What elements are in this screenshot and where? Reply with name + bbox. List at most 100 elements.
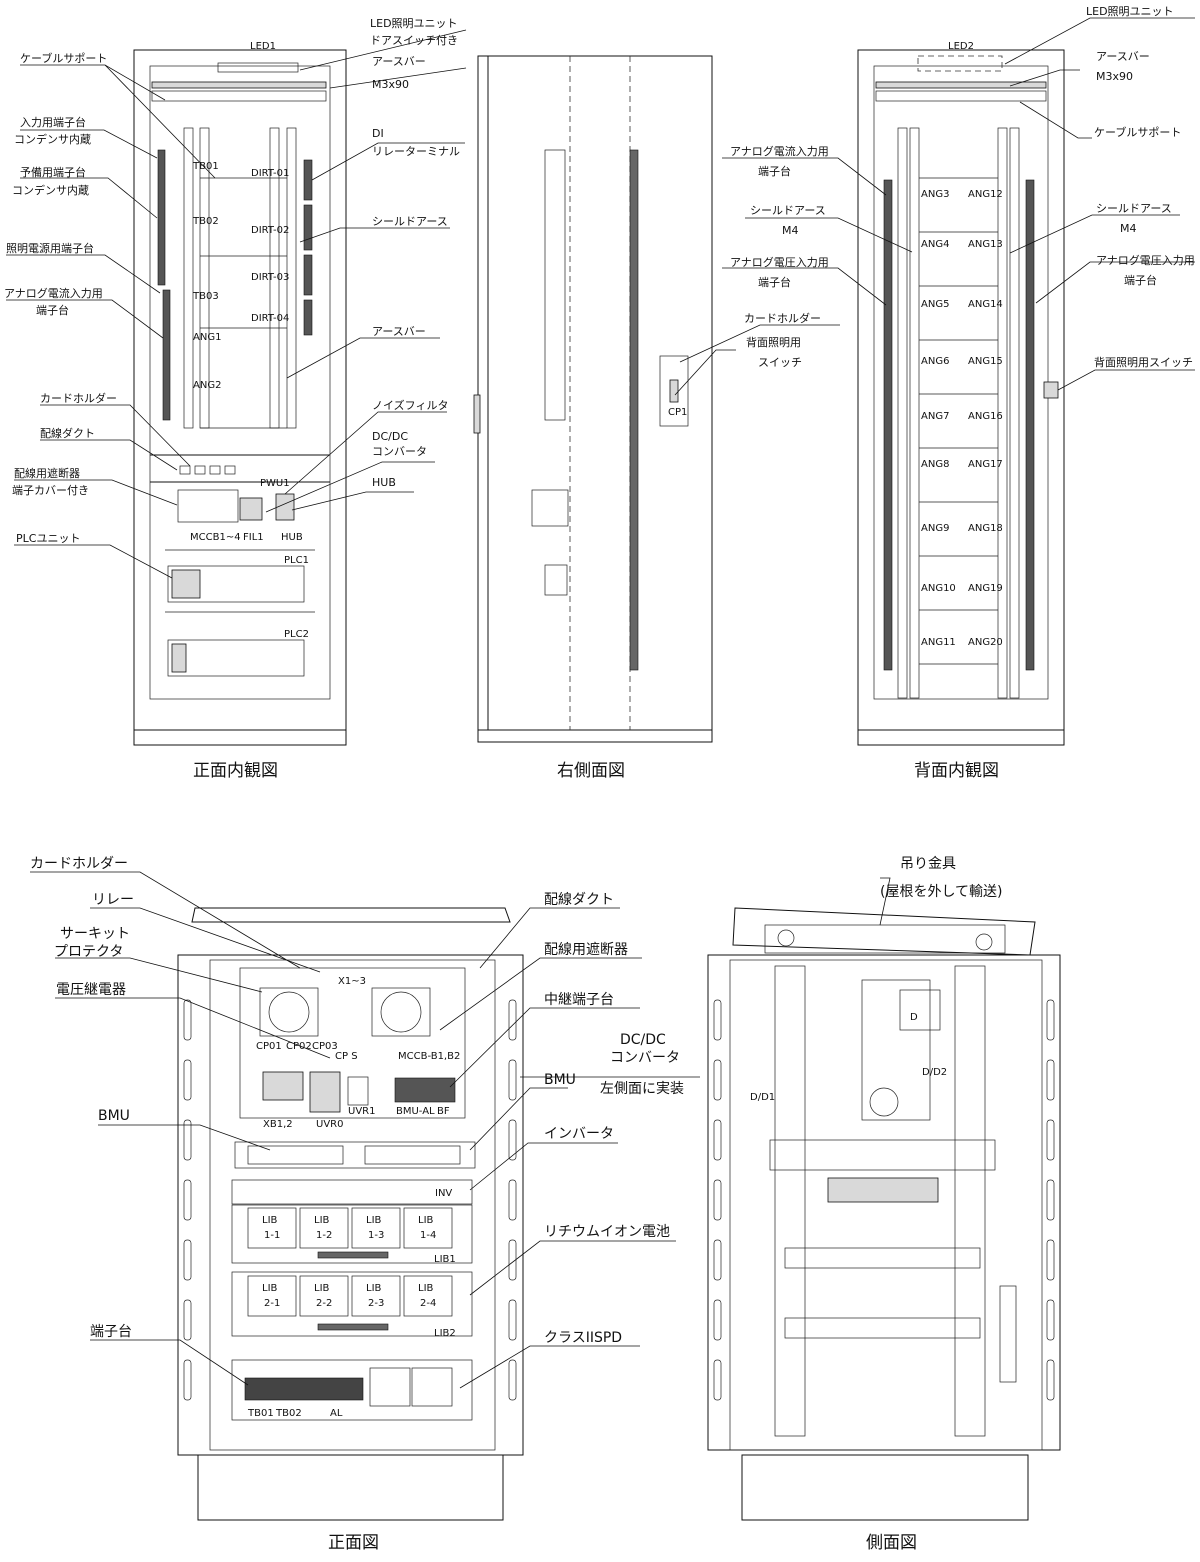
tag-plc1: PLC1 — [284, 555, 309, 566]
label-rear-light-switch-1: 背面照明用 — [746, 335, 801, 349]
lib-row-2: LIB 2-1 LIB 2-2 LIB 2-3 LIB 2-4 — [247, 1275, 453, 1317]
label-earth-bar: アースバー — [372, 55, 426, 68]
tag-bmu-al: BMU-AL — [396, 1106, 435, 1117]
caption-right-side: 右側面図 — [557, 761, 625, 781]
tag-lib1: LIB1 — [434, 1254, 456, 1265]
label-voltage-relay: 電圧継電器 — [56, 982, 126, 998]
tag-ang7: ANG7 — [921, 411, 949, 422]
tag-cp03: CP03 — [312, 1041, 338, 1052]
label-terminal-block: 端子台 — [90, 1324, 132, 1340]
caption-rear-interior: 背面内観図 — [914, 761, 999, 781]
tag-x1: X1~3 — [338, 976, 366, 987]
label-relay-tb: 中継端子台 — [544, 992, 614, 1008]
tag-tb01: TB01 — [192, 161, 219, 172]
label-input-tb-cond: コンデンサ内蔵 — [14, 132, 91, 146]
label-rear-card-holder: カードホルダー — [744, 311, 821, 325]
label-card-holder: カードホルダー — [40, 391, 117, 405]
caption-side: 側面図 — [866, 1533, 917, 1553]
label-rear-analog-current: アナログ電流入力用 — [730, 144, 829, 158]
label-rear-shield-earth-r-size: M4 — [1120, 222, 1137, 235]
label-analog-current-tb: 端子台 — [36, 303, 69, 317]
label-earth-bar-size: M3x90 — [372, 78, 409, 91]
tag-tb03: TB03 — [192, 291, 219, 302]
caption-front: 正面図 — [328, 1533, 379, 1553]
front-interior-view: LED1 TB01 TB02 TB03 ANG1 ANG2 DIRT-01 DI… — [4, 17, 467, 781]
label-spd: クラスIISPD — [544, 1330, 622, 1346]
tag-uvr1: UVR1 — [348, 1106, 375, 1117]
label-dcdc: DC/DC — [372, 430, 408, 443]
tag-ang13: ANG13 — [968, 239, 1003, 250]
label-rear-analog-voltage-r: アナログ電圧入力用 — [1096, 253, 1195, 267]
tag-dirt01: DIRT-01 — [251, 168, 289, 179]
tag-ang19: ANG19 — [968, 583, 1003, 594]
tag-ang3: ANG3 — [921, 189, 949, 200]
label-plc-unit: PLCユニット — [16, 532, 80, 545]
label-rear-cable-support: ケーブルサポート — [1094, 125, 1181, 139]
caption-front-interior: 正面内観図 — [193, 761, 278, 781]
tag-ang4: ANG4 — [921, 239, 949, 250]
label-bmu-right: BMU — [544, 1072, 576, 1088]
tag-d-d1: D/D1 — [750, 1092, 775, 1103]
front-view: X1~3 CP01 CP02 CP03 CP S MCCB-B1,B2 XB1,… — [30, 856, 700, 1553]
tag-pwu1: PWU1 — [260, 478, 290, 489]
label-front-dcdc: DC/DC — [620, 1032, 666, 1048]
lib-1-4-line1: LIB — [418, 1215, 434, 1226]
tag-ang15: ANG15 — [968, 356, 1003, 367]
front-left-slots — [183, 999, 192, 1401]
label-light-power-tb: 照明電源用端子台 — [6, 241, 94, 255]
lib-1-1-line1: LIB — [262, 1215, 278, 1226]
rear-rails — [919, 177, 998, 665]
tag-cp01: CP01 — [256, 1041, 282, 1052]
lib-1-3: 1-3 — [368, 1230, 384, 1241]
lib-2-1-line1: LIB — [262, 1283, 278, 1294]
tag-ang1: ANG1 — [193, 332, 221, 343]
label-rear-shield-earth-l: シールドアース — [750, 204, 826, 217]
lib-1-1: 1-1 — [264, 1230, 280, 1241]
tag-uvr0: UVR0 — [316, 1119, 343, 1130]
tag-xb: XB1,2 — [263, 1119, 293, 1130]
label-front-dcdc-converter: コンバータ — [610, 1050, 680, 1066]
label-led-unit: LED照明ユニット — [370, 17, 458, 30]
label-circuit-protector-1: サーキット — [60, 926, 130, 942]
label-analog-current: アナログ電流入力用 — [4, 286, 103, 300]
tag-fil1: FIL1 — [243, 532, 264, 543]
lib-2-1: 2-1 — [264, 1298, 280, 1309]
side-right-slots — [1046, 999, 1055, 1401]
lib-1-4: 1-4 — [420, 1230, 436, 1241]
lib-2-3: 2-3 — [368, 1298, 384, 1309]
tag-cps: CP S — [335, 1051, 358, 1062]
label-relay-terminal: リレーターミナル — [372, 145, 460, 158]
lib-row-1: LIB 1-1 LIB 1-2 LIB 1-3 LIB 1-4 — [247, 1207, 453, 1249]
label-rear-light-switch-2: スイッチ — [758, 356, 802, 369]
tag-ang9: ANG9 — [921, 523, 949, 534]
lib-2-4-line1: LIB — [418, 1283, 434, 1294]
led1-tag: LED1 — [250, 41, 276, 52]
label-front-dcdc-mounted: 左側面に実装 — [600, 1081, 684, 1097]
label-rear-analog-voltage-l: アナログ電圧入力用 — [730, 255, 829, 269]
label-lithium-battery: リチウムイオン電池 — [544, 1224, 670, 1240]
rear-interior-view: LED2 ANG3 ANG4 ANG5 ANG6 ANG7 — [674, 5, 1195, 781]
label-cable-support: ケーブルサポート — [20, 51, 107, 65]
label-rear-analog-current-tb: 端子台 — [758, 164, 791, 178]
led2-tag: LED2 — [948, 41, 974, 52]
label-breaker: 配線用遮断器 — [14, 466, 80, 480]
tag-lib2: LIB2 — [434, 1328, 456, 1339]
tag-tb01-front: TB01 — [247, 1408, 274, 1419]
label-hub: HUB — [372, 476, 396, 489]
tag-ang6: ANG6 — [921, 356, 949, 367]
label-input-tb: 入力用端子台 — [20, 115, 86, 129]
tag-ang18: ANG18 — [968, 523, 1003, 534]
tag-al: AL — [330, 1408, 343, 1419]
label-relay: リレー — [92, 892, 134, 908]
label-spare-tb-cond: コンデンサ内蔵 — [12, 183, 89, 197]
tag-ang16: ANG16 — [968, 411, 1003, 422]
label-hanger: 吊り金具 — [900, 856, 956, 872]
tag-ang10: ANG10 — [921, 583, 956, 594]
tag-ang20: ANG20 — [968, 637, 1003, 648]
tag-mccb: MCCB1~4 — [190, 532, 241, 543]
label-wiring-duct: 配線ダクト — [40, 426, 95, 440]
label-rear-analog-voltage-l-tb: 端子台 — [758, 275, 791, 289]
label-front-card-holder: カードホルダー — [30, 856, 128, 872]
label-hanger-note: (屋根を外して輸送) — [880, 884, 1003, 900]
